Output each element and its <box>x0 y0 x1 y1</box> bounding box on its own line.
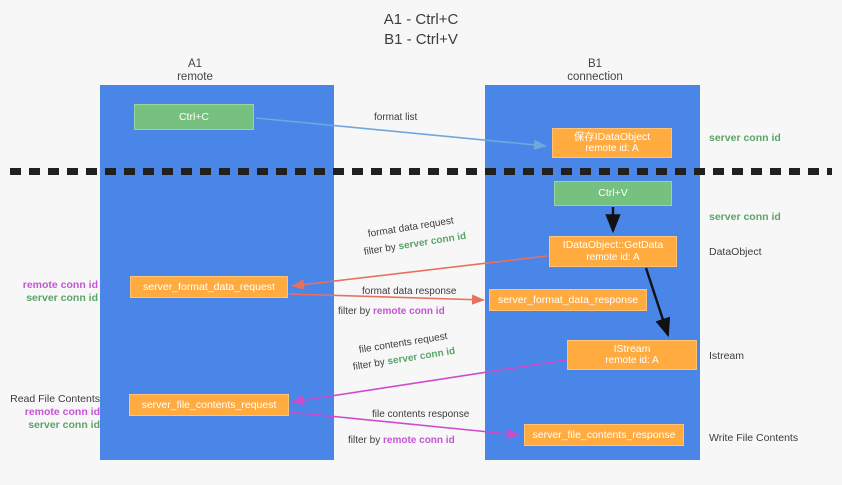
node-ctrl-v-label: Ctrl+V <box>598 187 628 200</box>
label-conn-ids-file: Read File Contents remote conn id server… <box>8 393 100 432</box>
lane-b1-name: B1 <box>587 58 603 70</box>
lane-a1-name: A1 <box>187 58 203 70</box>
node-ctrl-c-label: Ctrl+C <box>178 110 210 123</box>
node-server-file-contents-request[interactable]: server_file_contents_request <box>129 394 289 416</box>
filter-prefix: filter by <box>348 435 384 446</box>
node-istream-line1: IStream <box>613 342 651 355</box>
filter-prefix: filter by <box>363 241 400 258</box>
node-file-contents-response-label: server_file_contents_response <box>532 428 676 441</box>
page-title: A1 - Ctrl+C B1 - Ctrl+V <box>0 10 842 50</box>
node-ctrl-v[interactable]: Ctrl+V <box>554 181 672 206</box>
caption-format-data-response: format data response <box>362 285 457 298</box>
caption-file-contents-response-filter: filter by remote conn id <box>348 434 455 447</box>
filter-value-remote-conn-id: remote conn id <box>373 306 445 317</box>
node-server-file-contents-response[interactable]: server_file_contents_response <box>524 424 684 446</box>
node-server-format-data-response[interactable]: server_format_data_response <box>489 289 647 311</box>
label-server-conn-id-1: server conn id <box>26 292 98 304</box>
phase-divider <box>10 168 832 175</box>
label-istream: Istream <box>709 350 745 362</box>
caption-file-contents-response: file contents response <box>372 408 469 421</box>
node-format-data-response-label: server_format_data_response <box>497 293 639 306</box>
node-set-clipboard-line2: remote id: A <box>585 143 639 154</box>
caption-format-data-response-text: format data response <box>362 286 457 297</box>
node-getdata-line2: remote id: A <box>586 251 640 263</box>
lane-b1-subtitle: connection <box>567 71 623 83</box>
filter-prefix: filter by <box>352 356 389 373</box>
label-conn-ids-format: remote conn id server conn id <box>8 279 98 305</box>
node-getdata-line1: IDataObject::GetData <box>562 239 664 251</box>
node-file-contents-request-label: server_file_contents_request <box>141 398 277 411</box>
node-set-clipboard[interactable]: 保存IDataObject remote id: A <box>552 128 672 158</box>
label-remote-conn-id-2: remote conn id <box>24 406 100 418</box>
caption-format-list-text: format list <box>374 112 418 123</box>
lane-header-a1: A1 remote <box>120 58 270 84</box>
node-format-data-request-label: server_format_data_request <box>143 280 275 293</box>
lane-a1-subtitle: remote <box>177 71 213 83</box>
node-ctrl-c[interactable]: Ctrl+C <box>134 104 254 130</box>
label-data-object: DataObject <box>709 246 762 258</box>
node-istream-line2: remote id: A <box>605 355 659 366</box>
caption-format-list: format list <box>374 111 417 124</box>
label-remote-conn-id-1: remote conn id <box>22 279 98 291</box>
title-line-2: B1 - Ctrl+V <box>384 31 458 48</box>
label-server-conn-id-second: server conn id <box>709 211 781 223</box>
node-idataobject-getdata[interactable]: IDataObject::GetData remote id: A <box>549 236 677 267</box>
label-write-file-contents: Write File Contents <box>709 432 799 444</box>
label-server-conn-id-top: server conn id <box>709 132 781 144</box>
filter-value-remote-conn-id: remote conn id <box>383 435 455 446</box>
label-server-conn-id-2: server conn id <box>28 419 100 431</box>
label-read-file-contents: Read File Contents <box>10 393 100 405</box>
node-istream[interactable]: IStream remote id: A <box>567 340 697 370</box>
caption-file-contents-response-text: file contents response <box>372 409 470 420</box>
filter-prefix: filter by <box>338 306 374 317</box>
node-set-clipboard-line1: 保存IDataObject <box>573 130 651 143</box>
caption-format-data-response-filter: filter by remote conn id <box>338 305 445 318</box>
title-line-1: A1 - Ctrl+C <box>383 11 459 28</box>
node-server-format-data-request[interactable]: server_format_data_request <box>130 276 288 298</box>
lane-header-b1: B1 connection <box>520 58 670 84</box>
